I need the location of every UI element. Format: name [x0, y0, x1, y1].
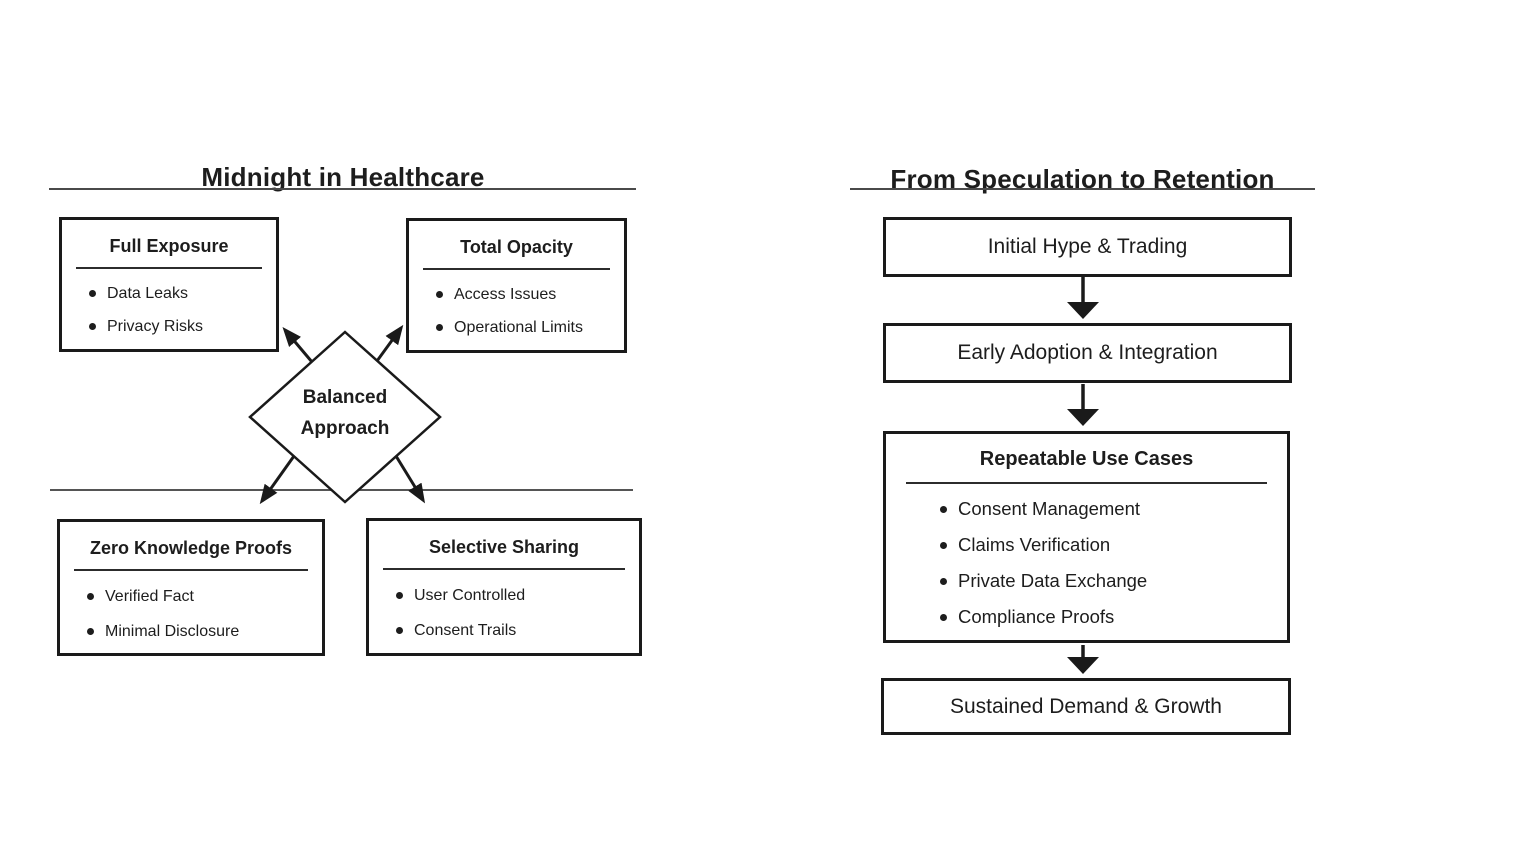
bullet-dot: [940, 541, 947, 549]
total-opacity-title: Total Opacity: [460, 237, 573, 257]
repeatable-use-cases-title-rule: [906, 482, 1267, 484]
bullet-text: Consent Management: [958, 498, 1141, 519]
step-initial-hype-trading: Initial Hype & Trading: [883, 217, 1292, 277]
selective-sharing-title: Selective Sharing: [428, 537, 580, 557]
right-title-rule: [850, 188, 1315, 190]
bullet-dot: [87, 628, 94, 635]
bullet-text: Minimal Disclosure: [105, 623, 240, 640]
arrow-to-selective-sharing: [394, 455, 426, 504]
selective-sharing-bullets: User Controlled Consent Trails: [369, 578, 639, 648]
step-early-adoption-integration: Early Adoption & Integration: [883, 323, 1292, 383]
bullet-dot: [87, 593, 94, 600]
bullet-item: Consent Management: [940, 491, 1287, 527]
bullet-item: Claims Verification: [940, 527, 1287, 563]
bullet-text: Compliance Proofs: [958, 606, 1115, 627]
bullet-item: Compliance Proofs: [940, 599, 1287, 635]
zero-knowledge-proofs-title-rule: [74, 569, 308, 571]
bullet-dot: [89, 290, 96, 297]
step-label: Initial Hype & Trading: [987, 235, 1188, 258]
selective-sharing-title-rule: [383, 568, 625, 570]
bullet-text: Access Issues: [454, 286, 557, 303]
bullet-dot: [940, 577, 947, 585]
zero-knowledge-proofs-bullets: Verified Fact Minimal Disclosure: [60, 579, 322, 649]
full-exposure-title: Full Exposure: [109, 236, 229, 256]
bullet-item: Private Data Exchange: [940, 563, 1287, 599]
bullet-item: Privacy Risks: [89, 310, 276, 343]
bullet-item: Data Leaks: [89, 277, 276, 310]
repeatable-use-cases-box: Repeatable Use Cases Consent Management …: [883, 431, 1290, 643]
flow-arrow-1-head: [1067, 302, 1099, 319]
zero-knowledge-proofs-box: Zero Knowledge Proofs Verified Fact Mini…: [57, 519, 325, 656]
arrow-to-total-opacity: [375, 324, 404, 362]
bullet-dot: [940, 613, 947, 621]
flow-arrow-2-head: [1067, 409, 1099, 426]
bullet-item: Operational Limits: [436, 311, 624, 344]
diamond-label-line1: Balanced: [302, 387, 388, 408]
bullet-text: Privacy Risks: [107, 318, 204, 335]
bullet-dot: [89, 323, 96, 330]
bullet-item: Access Issues: [436, 278, 624, 311]
total-opacity-box: Total Opacity Access Issues Operational …: [406, 218, 627, 353]
bullet-dot: [940, 505, 947, 513]
diamond-label-line2: Approach: [300, 418, 390, 439]
repeatable-use-cases-title: Repeatable Use Cases: [979, 448, 1194, 470]
zero-knowledge-proofs-title: Zero Knowledge Proofs: [89, 538, 293, 558]
arrow-to-zero-knowledge-proofs: [259, 455, 296, 505]
step-label: Sustained Demand & Growth: [950, 694, 1222, 718]
selective-sharing-box: Selective Sharing User Controlled Consen…: [366, 518, 642, 656]
left-diagram-title: Midnight in Healthcare: [201, 161, 485, 192]
bullet-text: Verified Fact: [105, 588, 194, 605]
bullet-text: Claims Verification: [958, 534, 1111, 555]
bullet-item: User Controlled: [396, 578, 639, 613]
full-exposure-title-rule: [76, 267, 262, 269]
bullet-text: Data Leaks: [107, 285, 188, 302]
bullet-item: Consent Trails: [396, 613, 639, 648]
step-label: Early Adoption & Integration: [957, 341, 1218, 364]
bullet-item: Minimal Disclosure: [87, 614, 322, 649]
bullet-text: Private Data Exchange: [958, 570, 1148, 591]
left-title-rule: [49, 188, 636, 190]
bullet-text: Operational Limits: [454, 319, 583, 336]
step-sustained-demand-growth: Sustained Demand & Growth: [881, 678, 1291, 735]
arrow-to-full-exposure: [282, 327, 314, 363]
full-exposure-box: Full Exposure Data Leaks Privacy Risks: [59, 217, 279, 352]
bullet-dot: [396, 627, 403, 634]
diamond-label: Balanced Approach: [265, 382, 425, 444]
total-opacity-title-rule: [423, 268, 610, 270]
bullet-text: User Controlled: [414, 587, 526, 604]
bullet-item: Verified Fact: [87, 579, 322, 614]
bullet-dot: [436, 324, 443, 331]
repeatable-use-cases-bullets: Consent Management Claims Verification P…: [886, 491, 1287, 635]
full-exposure-bullets: Data Leaks Privacy Risks: [62, 277, 276, 343]
bullet-dot: [396, 592, 403, 599]
bullet-dot: [436, 291, 443, 298]
bullet-text: Consent Trails: [414, 622, 517, 639]
total-opacity-bullets: Access Issues Operational Limits: [409, 278, 624, 344]
flow-arrow-3-head: [1067, 657, 1099, 674]
